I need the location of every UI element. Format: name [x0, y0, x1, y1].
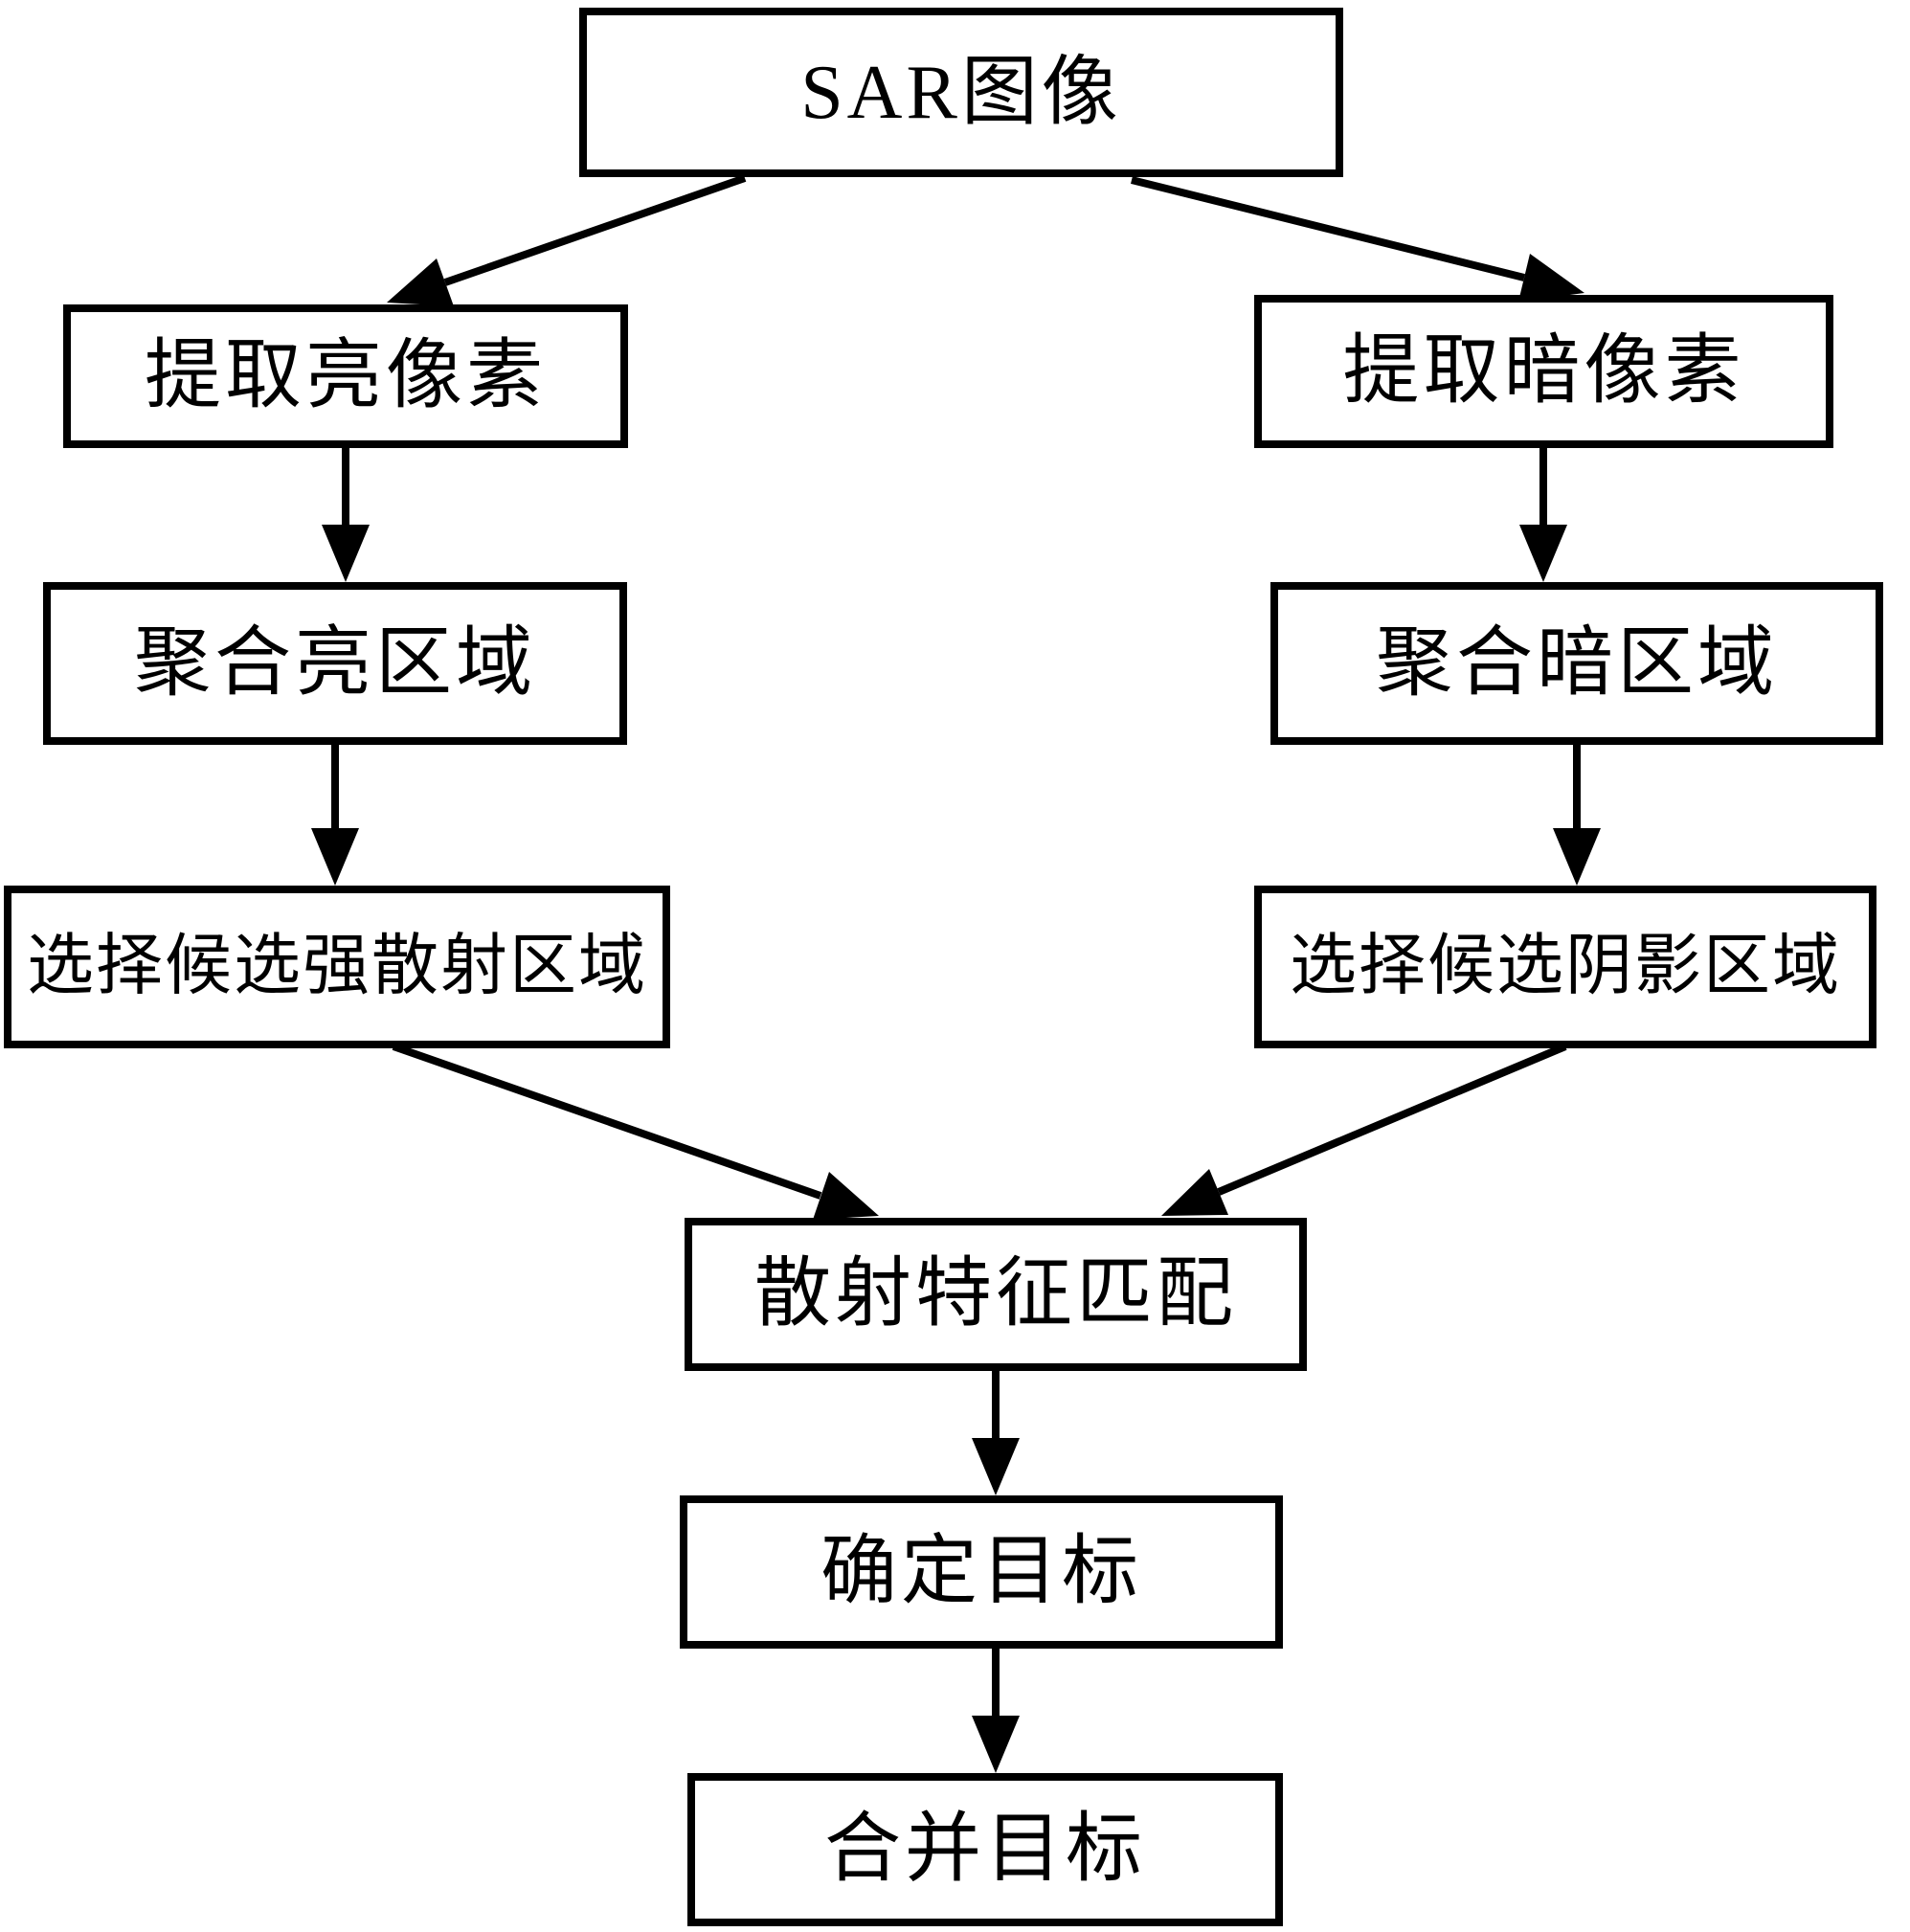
node-merge-targets-label: 合并目标: [824, 1808, 1146, 1892]
arrow-sar-to-extract-bright: [387, 174, 747, 306]
node-select-candidate-shadow-regions-label: 选择候选阴影区域: [1290, 930, 1841, 1003]
arrow-determine-target-to-merge-target: [972, 1647, 1020, 1773]
node-sar-image-label: SAR图像: [800, 50, 1122, 135]
node-scattering-feature-matching-label: 散射特征匹配: [754, 1252, 1237, 1337]
node-cluster-dark-regions-label: 聚合暗区域: [1376, 621, 1778, 706]
node-cluster-bright-regions: 聚合亮区域: [43, 582, 627, 745]
node-select-candidate-scatter-regions: 选择候选强散射区域: [4, 886, 670, 1048]
node-extract-dark-pixels-label: 提取暗像素: [1342, 329, 1745, 414]
arrow-extract-dark-to-cluster-dark: [1519, 446, 1567, 582]
node-determine-target: 确定目标: [680, 1495, 1283, 1649]
arrow-extract-bright-to-cluster-bright: [322, 446, 370, 582]
node-determine-target-label: 确定目标: [820, 1530, 1142, 1614]
node-extract-bright-pixels: 提取亮像素: [63, 304, 628, 448]
node-merge-targets: 合并目标: [687, 1773, 1283, 1926]
arrow-select-shadow-to-feature-match: [1161, 1043, 1567, 1216]
arrow-sar-to-extract-dark: [1131, 176, 1584, 302]
node-cluster-bright-regions-label: 聚合亮区域: [134, 621, 536, 706]
node-scattering-feature-matching: 散射特征匹配: [685, 1218, 1307, 1371]
arrow-cluster-bright-to-select-scatter: [311, 743, 359, 886]
node-extract-bright-pixels-label: 提取亮像素: [145, 334, 547, 418]
arrow-cluster-dark-to-select-shadow: [1553, 743, 1601, 886]
arrow-select-scatter-to-feature-match: [392, 1043, 879, 1220]
node-extract-dark-pixels: 提取暗像素: [1254, 295, 1833, 448]
node-cluster-dark-regions: 聚合暗区域: [1270, 582, 1883, 745]
arrow-feature-match-to-determine-target: [972, 1369, 1020, 1495]
node-select-candidate-scatter-regions-label: 选择候选强散射区域: [27, 930, 647, 1003]
node-select-candidate-shadow-regions: 选择候选阴影区域: [1254, 886, 1876, 1048]
node-sar-image: SAR图像: [579, 8, 1343, 177]
